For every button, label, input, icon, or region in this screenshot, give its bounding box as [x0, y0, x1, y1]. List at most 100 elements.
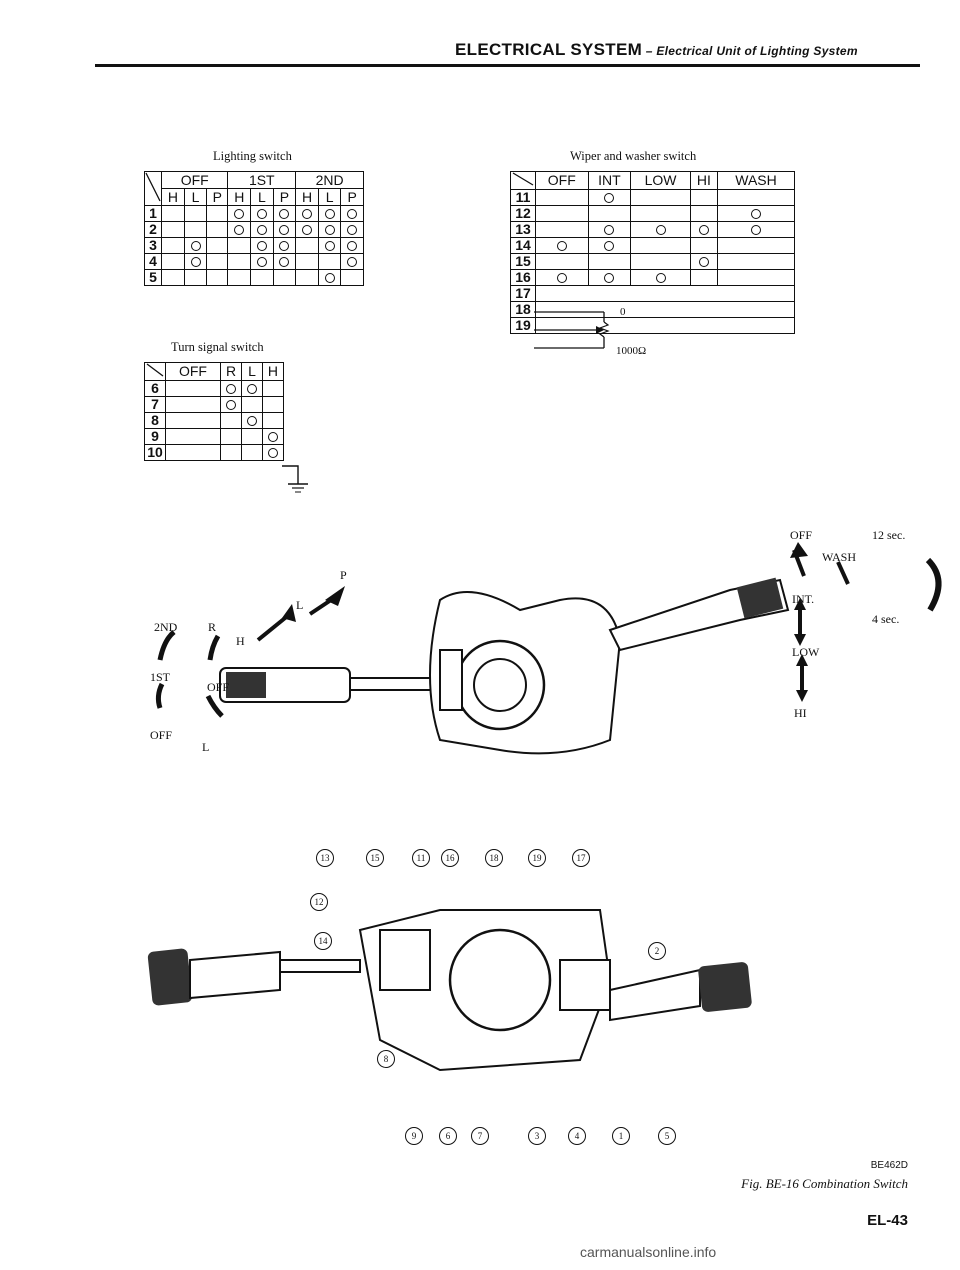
row-label: 9 — [144, 428, 166, 445]
contact-dot — [302, 209, 313, 220]
lever-label-2nd: 2ND — [154, 620, 178, 634]
connector-16: 16 — [441, 849, 459, 867]
resistor-zero-label: 0 — [620, 306, 626, 318]
contact-dot — [347, 257, 358, 268]
header-rule — [95, 64, 920, 67]
header-title: ELECTRICAL SYSTEM — [455, 40, 643, 59]
contact-dot — [347, 241, 358, 252]
lever-label-off-bottom: OFF — [150, 728, 173, 742]
contact-dot — [324, 209, 335, 220]
lever-label-1st: 1ST — [150, 670, 171, 684]
contact-dot — [751, 209, 761, 220]
connector-1: 1 — [612, 1127, 630, 1145]
connector-7: 7 — [471, 1127, 489, 1145]
row-label: 11 — [510, 189, 536, 206]
contact-dot — [246, 384, 257, 395]
contact-dot — [267, 432, 278, 443]
row-label: 13 — [510, 221, 536, 238]
sub-l: L — [317, 188, 342, 206]
contact-dot — [226, 400, 236, 411]
connector-19: 19 — [528, 849, 546, 867]
header-subtitle: – Electrical Unit of Lighting System — [642, 44, 858, 58]
row-label: 15 — [510, 253, 536, 270]
contact-dot — [655, 225, 666, 236]
connector-3: 3 — [528, 1127, 546, 1145]
row-label: 16 — [510, 269, 536, 286]
row-label: 12 — [510, 205, 536, 222]
contact-dot — [279, 257, 290, 268]
contact-dot — [226, 384, 236, 395]
corner-cell — [510, 171, 536, 190]
turn-caption: Turn signal switch — [171, 340, 264, 354]
contact-dot — [324, 273, 335, 284]
contact-dot — [256, 257, 267, 268]
contact-dot — [256, 225, 267, 236]
wiper-label-4sec: 4 sec. — [872, 612, 900, 626]
corner-cell — [144, 362, 166, 381]
lever-label-l: L — [296, 598, 304, 612]
contact-dot — [655, 273, 666, 284]
contact-dot — [279, 225, 290, 236]
connector-illustration — [147, 909, 752, 1072]
row-label: 17 — [510, 285, 536, 302]
row-label: 2 — [144, 221, 162, 238]
connector-4: 4 — [568, 1127, 586, 1145]
sub-l: L — [250, 188, 274, 206]
contact-dot — [556, 273, 567, 284]
contact-dot — [302, 225, 313, 236]
lever-label-l-bottom: L — [202, 740, 210, 754]
contact-dot — [556, 241, 567, 252]
connector-15: 15 — [366, 849, 384, 867]
contact-dot — [256, 209, 267, 220]
row-label: 18 — [510, 301, 536, 318]
row-label: 5 — [144, 269, 162, 286]
col-int: INT — [587, 171, 632, 190]
contact-dot — [279, 241, 290, 252]
wiper-label-off: OFF — [790, 528, 813, 542]
row-label: 3 — [144, 237, 162, 254]
contact-dot — [347, 225, 358, 236]
col-r: R — [219, 362, 243, 381]
contact-dot — [604, 273, 615, 284]
watermark: carmanualsonline.info — [580, 1244, 717, 1260]
lever-label-h: H — [236, 634, 245, 648]
sub-l: L — [183, 188, 208, 206]
figure-code: BE462D — [870, 1160, 908, 1171]
resistor-value-label: 1000Ω — [616, 345, 647, 357]
contact-dot — [604, 225, 615, 236]
lighting-switch-table: OFF 1ST 2ND H L P H L P H L P 1 2 3 4 5 — [144, 171, 364, 286]
row-label: 6 — [144, 380, 166, 397]
connector-18: 18 — [485, 849, 503, 867]
col-h: H — [261, 362, 285, 381]
connector-17: 17 — [572, 849, 590, 867]
row-label: 7 — [144, 396, 166, 413]
row-label: 19 — [510, 317, 536, 334]
wiper-label-wash: WASH — [822, 550, 857, 564]
lever-label-p: P — [340, 568, 347, 582]
combination-switch-illustration — [219, 577, 790, 755]
contact-dot — [324, 241, 335, 252]
page-number: EL-43 — [867, 1212, 908, 1229]
wiper-label-hi: HI — [794, 706, 807, 720]
col-off: OFF — [535, 171, 589, 190]
contact-dot — [751, 225, 761, 236]
corner-cell — [144, 171, 162, 206]
ground-symbol — [282, 465, 308, 493]
sub-h: H — [161, 188, 185, 206]
contact-dot — [347, 209, 358, 220]
col-wash: WASH — [717, 171, 795, 190]
contact-dot — [190, 257, 201, 268]
wiper-label-int: INT. — [792, 592, 815, 606]
contact-dot — [279, 209, 290, 220]
col-low: LOW — [630, 171, 691, 190]
connector-5: 5 — [658, 1127, 676, 1145]
connector-11: 11 — [412, 849, 430, 867]
contact-dot — [190, 241, 201, 252]
sub-p: P — [206, 188, 229, 206]
lever-label-off-center: OFF — [207, 680, 230, 694]
row-label: 8 — [144, 412, 166, 429]
connector-6: 6 — [439, 1127, 457, 1145]
connector-2: 2 — [648, 942, 666, 960]
wiper-label-12sec: 12 sec. — [872, 528, 906, 542]
